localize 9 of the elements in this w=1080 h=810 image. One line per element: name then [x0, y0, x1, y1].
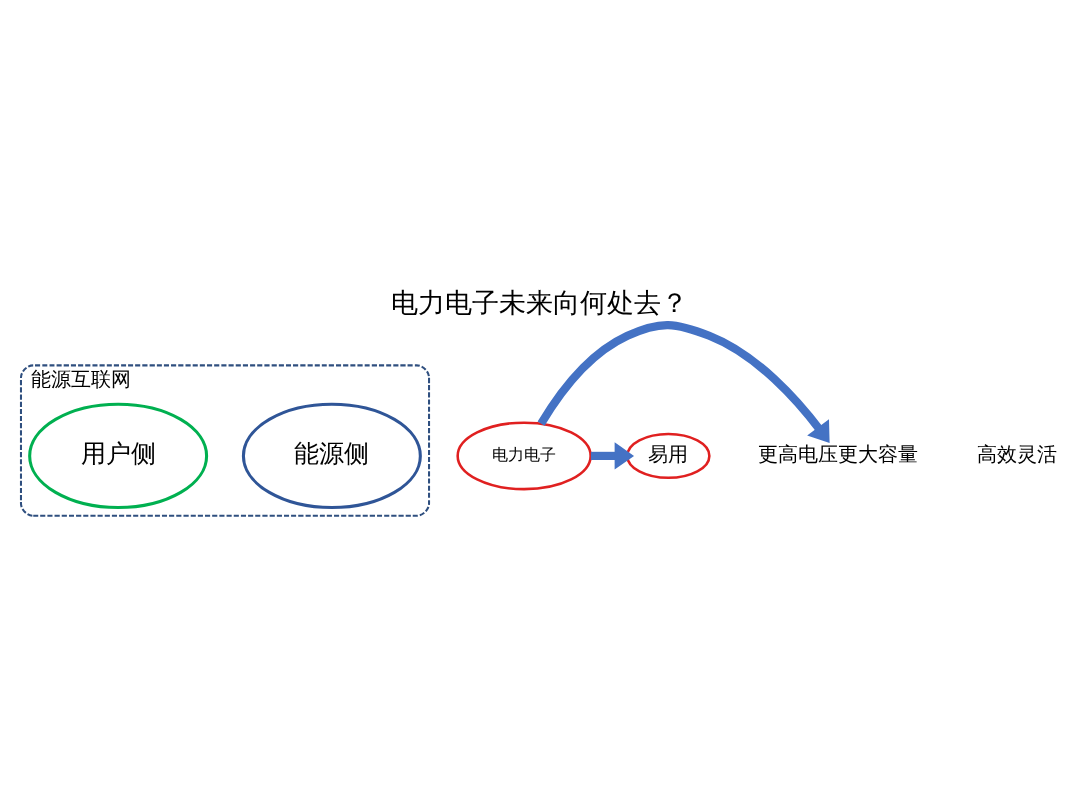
node-text: 高效灵活: [977, 441, 1058, 466]
node-ellipse: 用户侧: [28, 402, 209, 509]
arrow: [537, 320, 830, 443]
node-text: 更高电压更大容量: [758, 441, 919, 466]
node-ellipse: 能源侧: [241, 402, 422, 509]
node-ellipse: 电力电子: [456, 420, 592, 490]
node-ellipse: 易用: [626, 432, 711, 479]
arrow: [590, 441, 635, 469]
diagram-title: 电力电子未来向何处去？: [391, 286, 689, 318]
